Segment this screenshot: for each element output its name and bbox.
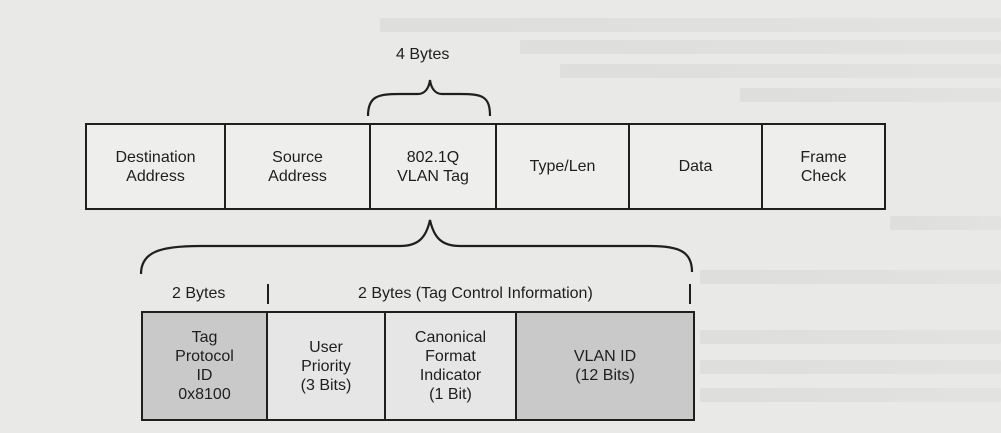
field-vlan-id: VLAN ID (12 Bits) (517, 313, 693, 419)
field-label: Type/Len (529, 158, 596, 175)
field-label: User Priority (3 Bits) (300, 338, 352, 394)
background-text-band (700, 360, 1001, 374)
field-label: Source Address (268, 148, 327, 185)
field-label: Data (678, 158, 713, 175)
field-destination-address: Destination Address (87, 125, 226, 208)
background-text-band (700, 330, 1001, 344)
field-canonical-format-indicator: Canonical Format Indicator (1 Bit) (386, 313, 517, 419)
tci-size-label: 2 Bytes (Tag Control Information) (358, 285, 593, 302)
background-text-band (700, 270, 1001, 284)
field-frame-check: Frame Check (763, 125, 884, 208)
field-source-address: Source Address (226, 125, 371, 208)
field-type-len: Type/Len (497, 125, 630, 208)
field-label: Canonical Format Indicator (1 Bit) (414, 329, 487, 403)
background-text-band (560, 64, 1001, 78)
field-tag-protocol-id: Tag Protocol ID 0x8100 (143, 313, 268, 419)
field-label: Destination Address (115, 148, 196, 185)
field-vlan-tag: 802.1Q VLAN Tag (371, 125, 497, 208)
background-text-band (700, 388, 1001, 402)
top-brace-label: 4 Bytes (396, 46, 450, 63)
background-text-band (890, 216, 1001, 230)
tpid-size-label: 2 Bytes (172, 285, 226, 302)
background-text-band (520, 40, 1001, 54)
ethernet-frame: Destination Address Source Address 802.1… (85, 123, 886, 210)
field-label: Frame Check (800, 148, 847, 185)
top-brace (366, 79, 492, 117)
field-label: VLAN ID (12 Bits) (573, 348, 637, 384)
field-user-priority: User Priority (3 Bits) (268, 313, 386, 419)
vlan-tag-detail: Tag Protocol ID 0x8100 User Priority (3 … (141, 311, 695, 421)
bottom-brace (139, 219, 694, 275)
background-text-band (380, 18, 1001, 32)
field-data: Data (630, 125, 763, 208)
field-label: 802.1Q VLAN Tag (397, 148, 469, 185)
field-label: Tag Protocol ID 0x8100 (175, 329, 234, 403)
background-text-band (740, 88, 1001, 102)
